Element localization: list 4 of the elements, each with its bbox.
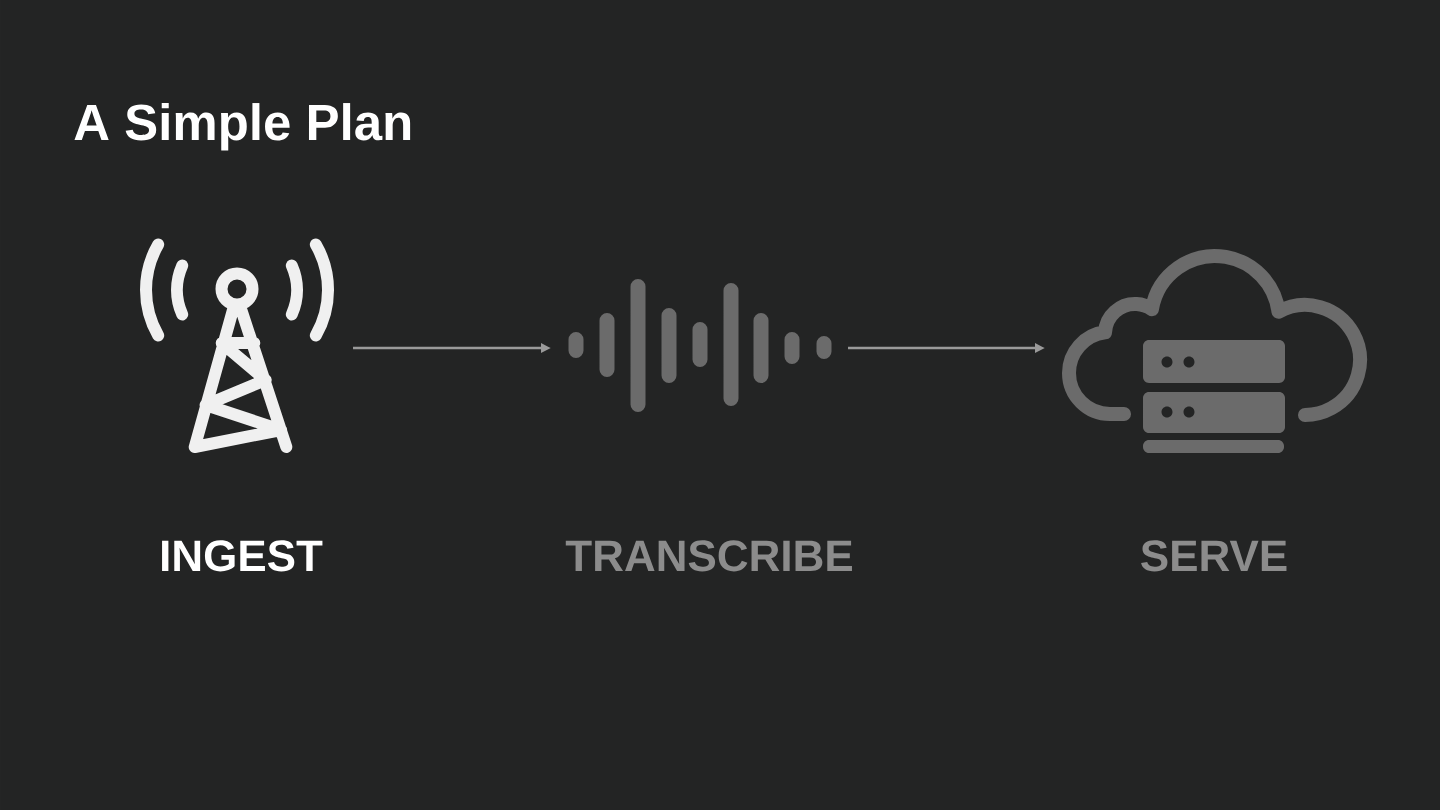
- step-label: INGEST: [162, 540, 323, 572]
- title: A Simple Plan: [74, 103, 411, 151]
- step-label: TRANSCRIBE: [565, 540, 852, 572]
- step-label: SERVE: [1141, 540, 1287, 572]
